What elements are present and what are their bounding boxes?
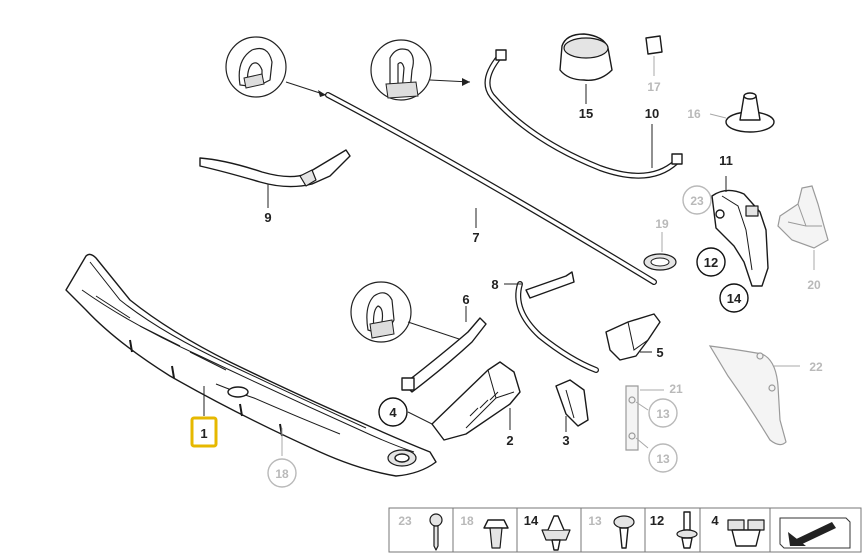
legend-item-14: 14 xyxy=(524,513,571,551)
label-12: 12 xyxy=(704,255,718,270)
callout-circle-13a xyxy=(648,398,678,428)
part-9-seal xyxy=(199,149,351,208)
label-13a: 13 xyxy=(656,407,670,421)
label-1: 1 xyxy=(200,426,207,441)
expanding-nut-icon xyxy=(483,519,509,529)
part-22-gusset xyxy=(708,345,800,446)
label-9: 9 xyxy=(264,210,271,225)
push-rivet-icon xyxy=(613,515,635,529)
label-16: 16 xyxy=(687,107,701,121)
label-22: 22 xyxy=(809,360,823,374)
svg-text:18: 18 xyxy=(460,514,474,528)
legend-item-18: 18 xyxy=(460,514,509,549)
callout-circle-18 xyxy=(267,458,297,488)
label-21: 21 xyxy=(669,382,683,396)
legend-item-23: 23 xyxy=(398,513,443,551)
part-15-grommet xyxy=(559,33,613,104)
part-1-highlight-box xyxy=(190,416,218,448)
label-14: 14 xyxy=(727,291,742,306)
label-13b: 13 xyxy=(656,452,670,466)
clip-icon xyxy=(541,529,571,541)
detail-circle-seal-profile-right xyxy=(370,39,471,101)
plug-icon xyxy=(683,511,691,531)
double-clip-icon xyxy=(727,519,745,531)
detail-circle-seal-profile-6 xyxy=(350,281,469,343)
svg-text:14: 14 xyxy=(524,513,539,528)
part-6-seal xyxy=(401,306,487,393)
callout-circle-23-top xyxy=(682,185,712,215)
label-6: 6 xyxy=(462,292,469,307)
part-3-clip xyxy=(555,379,589,432)
label-2: 2 xyxy=(506,433,513,448)
svg-text:4: 4 xyxy=(711,513,719,528)
part-1-cowl-cover xyxy=(65,253,437,477)
hardware-legend: 23 18 14 13 12 xyxy=(388,507,862,553)
part-17-plug xyxy=(645,35,663,76)
label-5: 5 xyxy=(656,345,663,360)
label-10: 10 xyxy=(645,106,659,121)
part-20-bracket xyxy=(777,185,829,270)
label-8: 8 xyxy=(491,277,498,292)
part-7-seal-strip xyxy=(325,92,657,285)
part-8-hose xyxy=(504,271,599,373)
screw-icon xyxy=(429,513,443,527)
arrow-icon xyxy=(779,517,851,549)
label-20: 20 xyxy=(807,278,821,292)
label-18: 18 xyxy=(275,467,289,481)
label-11: 11 xyxy=(719,153,733,168)
callout-circle-4 xyxy=(378,397,408,427)
label-17: 17 xyxy=(647,80,661,94)
svg-text:12: 12 xyxy=(650,513,664,528)
svg-text:23: 23 xyxy=(398,514,412,528)
part-21-plate xyxy=(625,385,664,451)
label-15: 15 xyxy=(579,106,593,121)
label-19: 19 xyxy=(655,217,669,231)
label-23: 23 xyxy=(690,194,704,208)
legend-item-4: 4 xyxy=(711,513,765,547)
label-4: 4 xyxy=(389,405,397,420)
part-5-bracket xyxy=(605,313,661,361)
callout-circle-13b xyxy=(648,443,678,473)
label-7: 7 xyxy=(472,230,479,245)
legend-item-12: 12 xyxy=(650,511,698,549)
part-19-gasket xyxy=(643,232,677,271)
part-11-bracket xyxy=(711,176,769,287)
detail-circle-seal-profile-left xyxy=(225,36,327,98)
legend-item-13: 13 xyxy=(588,514,635,549)
svg-text:13: 13 xyxy=(588,514,602,528)
part-16-mount xyxy=(709,92,775,133)
label-3: 3 xyxy=(562,433,569,448)
callout-circle-12 xyxy=(696,247,726,277)
callout-circle-14 xyxy=(719,283,749,313)
part-10-hose xyxy=(484,49,683,179)
part-2-side-panel xyxy=(407,361,521,441)
